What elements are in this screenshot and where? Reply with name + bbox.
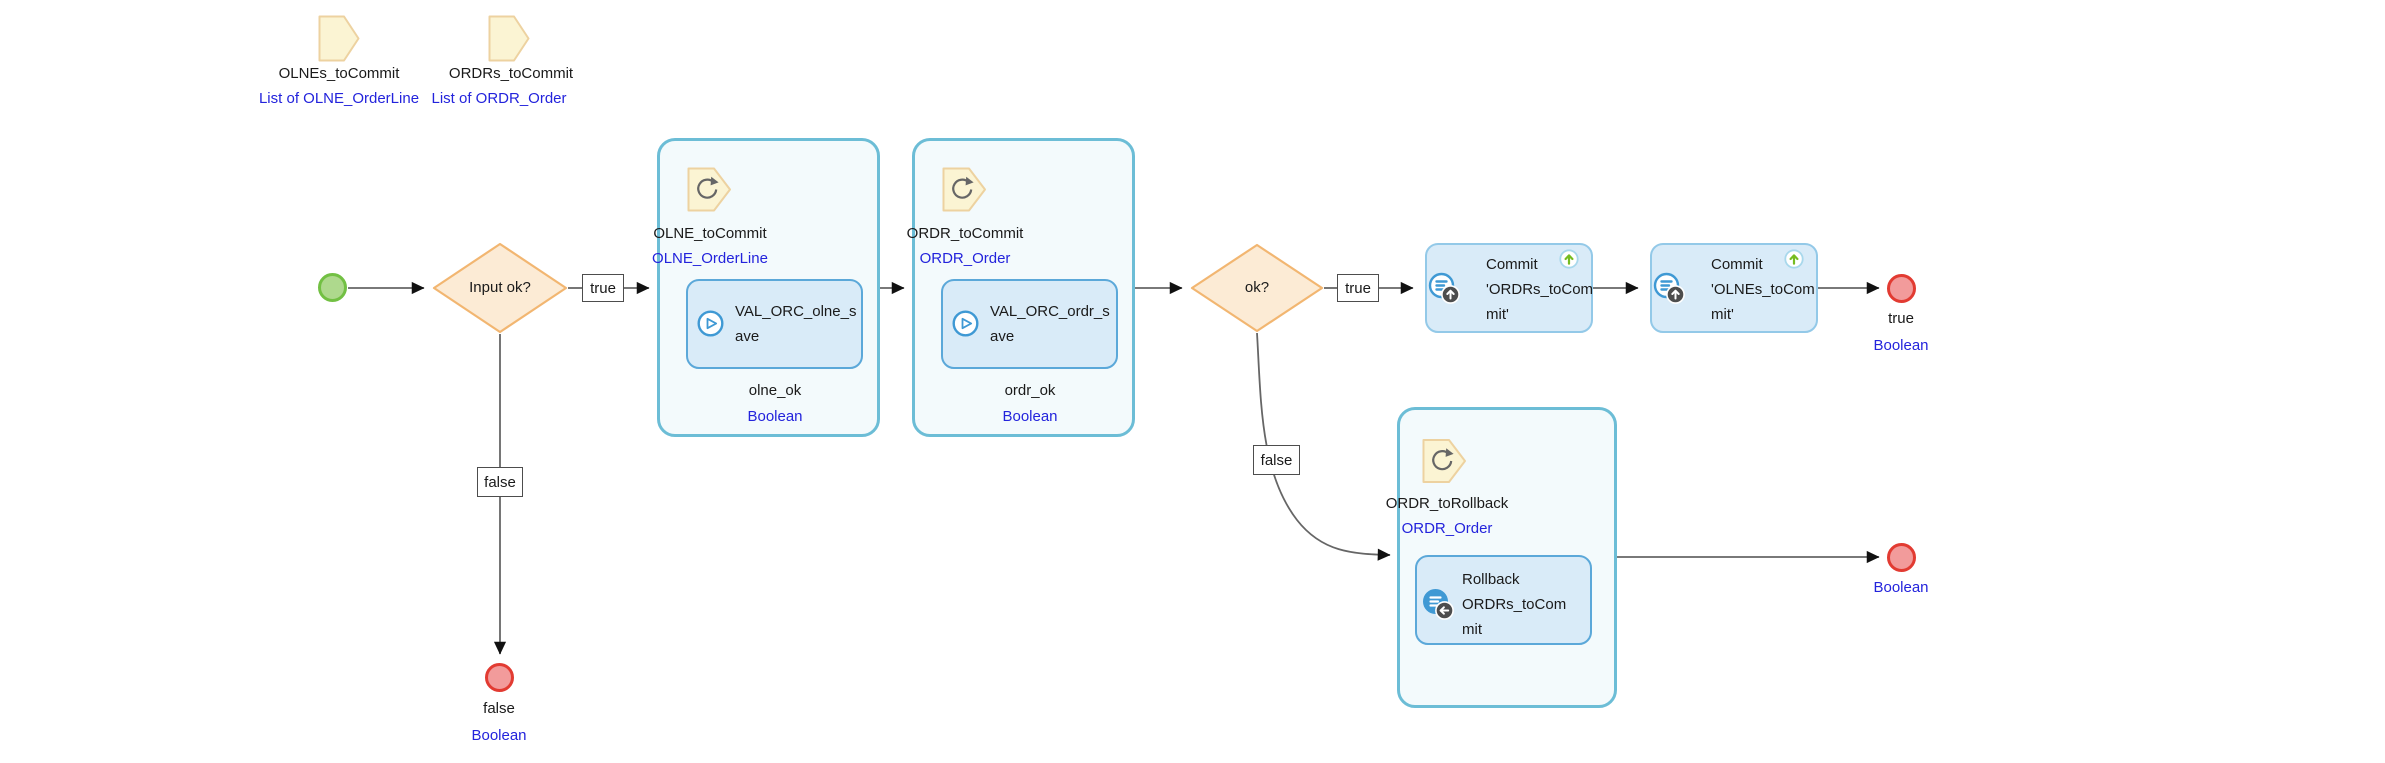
end-event-true-label: true [1888, 310, 1914, 327]
decision-ok[interactable] [1190, 243, 1324, 333]
commit-icon [1428, 272, 1460, 304]
commit-decorator-icon [1784, 249, 1804, 269]
play-icon [697, 310, 724, 337]
loop-rollback-entity: ORDR_Order [1401, 520, 1493, 537]
loop-olne-entity: OLNE_OrderLine [652, 250, 768, 267]
parameter-ordrs-icon[interactable] [488, 15, 530, 67]
end-event-false-type: Boolean [471, 727, 527, 744]
commit-decorator-icon [1559, 249, 1579, 269]
end-event-false[interactable] [485, 663, 514, 692]
loop-rollback-name: ORDR_toRollback [1385, 495, 1509, 512]
end-event-true-type: Boolean [1873, 337, 1929, 354]
loop-olne-output-type: Boolean [747, 408, 803, 425]
loop-olne-name: OLNE_toCommit [653, 225, 767, 242]
decision-ok-label: ok? [1244, 279, 1270, 296]
commit-icon [1653, 272, 1685, 304]
parameter-pentagon-icon [318, 15, 360, 62]
loop-icon [1422, 437, 1467, 490]
parameter-olnes-name: OLNEs_toCommit [278, 65, 400, 82]
edge-label-true-2[interactable]: true [1337, 274, 1379, 302]
loop-ordr-output-name: ordr_ok [1004, 382, 1056, 399]
edge-decision2-false-to-rollback[interactable] [1256, 332, 1391, 561]
decision-input-ok[interactable] [432, 242, 568, 334]
parameter-pentagon-icon [488, 15, 530, 62]
loop-ordr-name: ORDR_toCommit [906, 225, 1024, 242]
decision-input-ok-label: Input ok? [469, 279, 531, 296]
loop-icon [942, 167, 987, 217]
edge-label-false-2[interactable]: false [1253, 445, 1300, 475]
end-event-true[interactable] [1887, 274, 1916, 303]
rollback-icon [1423, 589, 1454, 620]
parameter-olnes-icon[interactable] [318, 15, 360, 67]
start-event[interactable] [318, 273, 347, 302]
loop-ordr-output-type: Boolean [1002, 408, 1058, 425]
edge-label-false-1[interactable]: false [477, 467, 523, 497]
parameter-olnes-type: List of OLNE_OrderLine [258, 90, 420, 107]
end-event-rollback[interactable] [1887, 543, 1916, 572]
loop-ordr-entity: ORDR_Order [919, 250, 1011, 267]
loop-olne-output-name: olne_ok [748, 382, 802, 399]
parameter-ordrs-name: ORDRs_toCommit [448, 65, 574, 82]
end-event-false-label: false [483, 700, 515, 717]
parameter-ordrs-type: List of ORDR_Order [431, 90, 567, 107]
end-event-rollback-type: Boolean [1873, 579, 1929, 596]
loop-icon [687, 167, 732, 217]
play-icon [952, 310, 979, 337]
edge-label-true-1[interactable]: true [582, 274, 624, 302]
